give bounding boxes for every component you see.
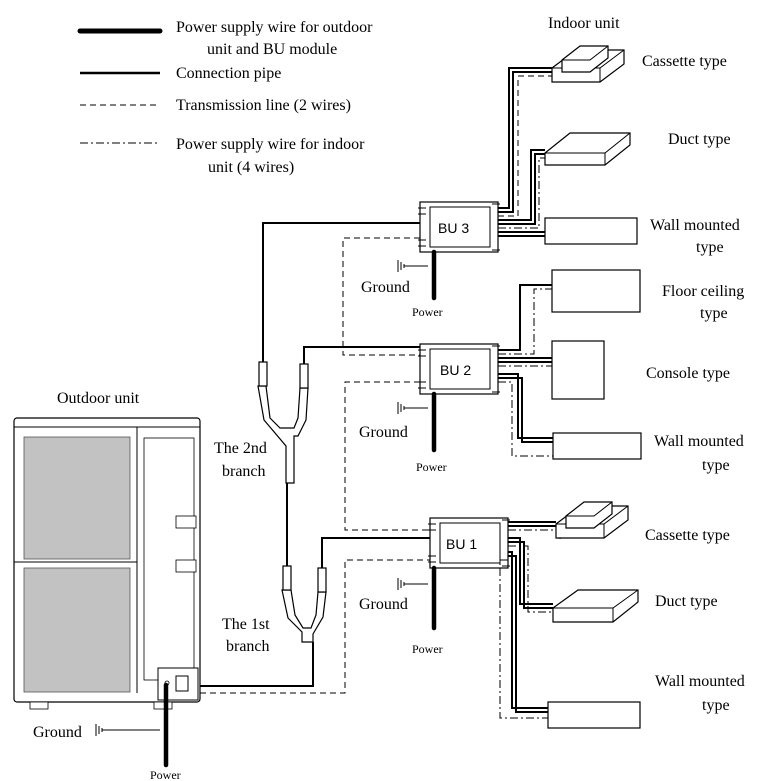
legend: Power supply wire for outdoor unit and B… (77, 19, 373, 176)
outdoor-ground-label: Ground (33, 724, 82, 741)
bu-2-unit-1-label-2: type (700, 305, 728, 322)
bu-2-unit-wall (552, 432, 642, 460)
bu-3-unit-3-label-2: type (696, 239, 724, 256)
bu-3-unit-3-label-1: Wall mounted (650, 217, 740, 234)
bu-2-ground-label: Ground (359, 424, 408, 441)
bu-3-unit-1-label: Cassette type (642, 53, 727, 70)
bu-2-power-label: Power (416, 460, 447, 474)
bu-3-unit-cassette (551, 45, 625, 83)
bu-1-ground-icon (397, 578, 428, 590)
bu-3-indoor-links (498, 67, 555, 237)
bu-3-label: BU 3 (438, 220, 469, 236)
bu-3-power-label: Power (412, 305, 443, 319)
bu-3-unit-duct (544, 132, 631, 166)
legend-connection-pipe-label: Connection pipe (176, 65, 281, 82)
bu-1-ground-label: Ground (359, 596, 408, 613)
bu-2-unit-2-label: Console type (646, 365, 730, 382)
second-branch-label-1: The 2nd (214, 440, 267, 457)
bu-2-unit-1-label-1: Floor ceiling (662, 283, 744, 300)
bu-1-unit-wall (547, 701, 641, 729)
bu-1-unit-3-label-1: Wall mounted (655, 673, 745, 690)
indoor-unit-header: Indoor unit (548, 15, 620, 32)
bu-3-ground-label: Ground (361, 279, 410, 296)
bu-2-box (419, 343, 499, 395)
bu-module-3: BU 3 Power Ground (342, 201, 500, 356)
legend-power-wire-label-2: unit and BU module (207, 41, 337, 58)
bu-1-label: BU 1 (446, 536, 477, 552)
bu-2-ground-icon (397, 402, 428, 414)
outdoor-unit-label: Outdoor unit (57, 390, 140, 407)
legend-indoor-power-label-1: Power supply wire for indoor (176, 136, 365, 153)
bu-2-unit-3-label-1: Wall mounted (654, 433, 744, 450)
legend-power-wire-label-1: Power supply wire for outdoor (176, 19, 373, 36)
first-branch-label-2: branch (226, 638, 270, 655)
bu-3-unit-2-label: Duct type (668, 131, 731, 148)
main-piping (200, 222, 430, 694)
legend-transmission-label: Transmission line (2 wires) (176, 97, 351, 114)
bu-module-1: BU 1 Power Ground (359, 517, 510, 656)
outdoor-power-label: Power (150, 768, 181, 781)
second-branch-joint (257, 385, 309, 484)
bu-2-label: BU 2 (440, 362, 471, 378)
bu-1-unit-cassette (555, 501, 629, 539)
outdoor-ground-icon (95, 724, 160, 736)
bu-2-unit-floor-ceiling (551, 269, 641, 313)
first-branch-label-1: The 1st (222, 616, 270, 633)
bu-3-unit-wall (544, 217, 638, 245)
bu-3-ground-icon (397, 260, 428, 272)
bu-1-unit-duct (552, 589, 639, 623)
bu-1-box (429, 517, 509, 569)
legend-indoor-power-label-2: unit (4 wires) (208, 159, 294, 176)
bu-1-indoor-links (499, 521, 561, 719)
bu-1-unit-3-label-2: type (702, 697, 730, 714)
bu-1-unit-2-label: Duct type (655, 593, 718, 610)
bu-2-indoor-links (498, 284, 553, 457)
outdoor-unit: Outdoor unit Power Ground (13, 390, 201, 781)
bu-3-box (419, 201, 499, 253)
bu-1-power-label: Power (412, 642, 443, 656)
second-branch-label-2: branch (222, 463, 266, 480)
bu-2-unit-3-label-2: type (702, 457, 730, 474)
bu-module-2: BU 2 Power Ground (344, 343, 500, 531)
bu-1-unit-1-label: Cassette type (645, 527, 730, 544)
first-branch-joint (281, 589, 327, 643)
bu-2-unit-console (551, 340, 605, 400)
